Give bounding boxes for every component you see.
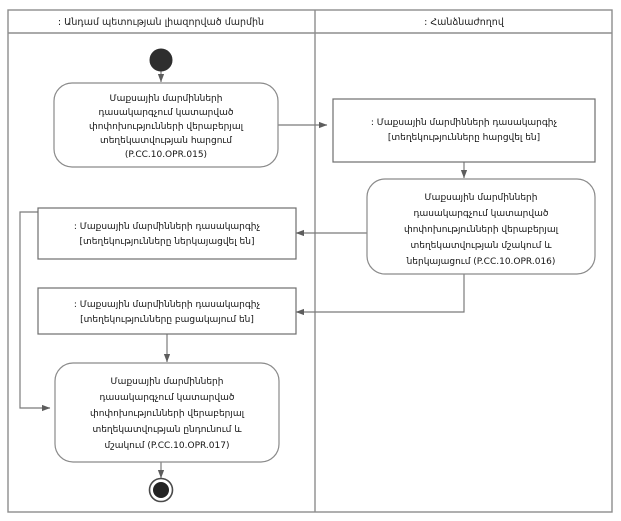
swimlane-frame [7, 9, 613, 513]
activity-receive-line-4: տեղեկատվության ընդունում և [92, 425, 242, 435]
activity-process-line-5: ներկայացում (P.CC.10.OPR.016) [406, 257, 556, 267]
activity-request-line-3: փոփոխությունների վերաբերյալ [89, 122, 244, 132]
object-presented-line-1: : Մաքսային մարմինների դասակարգիչ [74, 222, 261, 232]
activity-process-line-2: դասակարգչում կատարված [414, 209, 549, 219]
object-presented-line-2: [տեղեկությունները ներկայացվել են] [80, 237, 255, 247]
object-node-absent[interactable]: : Մաքսային մարմինների դասակարգիչ [տեղեկո… [37, 287, 297, 335]
final-node-core [153, 482, 169, 498]
activity-receive-line-5: մշակում (P.CC.10.OPR.017) [105, 441, 230, 451]
object-absent-line-2: [տեղեկությունները բացակայում են] [80, 315, 254, 325]
control-flows [19, 70, 468, 479]
diagram-frame [7, 9, 613, 513]
activity-receive-line-2: դասակարգչում կատարված [100, 393, 235, 403]
flow-object-presented-to-receive [19, 211, 51, 412]
activity-receive-line-1: Մաքսային մարմինների [111, 377, 224, 387]
activity-request-line-2: դասակարգչում կատարված [99, 108, 234, 118]
lane-header-right: : Հանձնաժողով [424, 17, 505, 28]
flow-process-to-object-absent [295, 274, 465, 316]
object-presented-shape[interactable] [37, 207, 297, 260]
activity-process-line-1: Մաքսային մարմինների [425, 193, 538, 203]
activity-request-line-1: Մաքսային մարմինների [110, 94, 223, 104]
activity-process-present-shape[interactable] [366, 178, 596, 275]
activity-receive-process-shape[interactable] [54, 362, 280, 463]
activity-request-line-5: (P.CC.10.OPR.015) [125, 150, 207, 160]
activity-receive-line-3: փոփոխությունների վերաբերյալ [90, 409, 245, 419]
object-requested-shape[interactable] [332, 98, 596, 163]
activity-request-line-4: տեղեկատվության հարցում [100, 136, 232, 146]
object-absent-shape[interactable] [37, 287, 297, 335]
lane-header-left: : Անդամ պետության լիազորված մարմին [58, 17, 264, 28]
initial-node [149, 48, 173, 72]
activity-process-present[interactable]: Մաքսային մարմինների դասակարգչում կատարվա… [366, 178, 596, 275]
object-requested-line-1: : Մաքսային մարմինների դասակարգիչ [371, 118, 558, 128]
activity-request-shape[interactable] [53, 82, 279, 168]
activity-request[interactable]: Մաքսային մարմինների դասակարգչում կատարվա… [53, 82, 279, 168]
final-node [148, 477, 174, 503]
activity-process-line-4: տեղեկատվության մշակում և [411, 241, 553, 251]
object-requested-line-2: [տեղեկությունները հարցվել են] [388, 133, 540, 143]
object-node-presented[interactable]: : Մաքսային մարմինների դասակարգիչ [տեղեկո… [37, 207, 297, 260]
activity-process-line-3: փոփոխությունների վերաբերյալ [404, 225, 559, 235]
object-absent-line-1: : Մաքսային մարմինների դասակարգիչ [74, 300, 261, 310]
object-node-requested[interactable]: : Մաքսային մարմինների դասակարգիչ [տեղեկո… [332, 98, 596, 163]
activity-receive-process[interactable]: Մաքսային մարմինների դասակարգչում կատարվա… [54, 362, 280, 463]
